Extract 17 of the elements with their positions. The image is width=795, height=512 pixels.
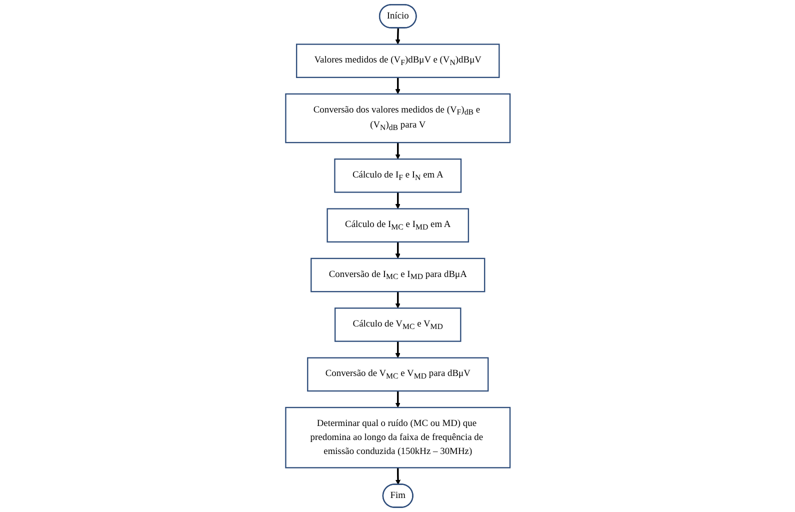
arrow: [394, 192, 400, 209]
node-box: Cálculo de I$_{F}$ e I$_{N}$ em A: [334, 158, 462, 193]
arrow: [395, 468, 400, 485]
node-box: Conversão de I$_{MC}$ e I$_{MD}$ para dBμA: [310, 258, 485, 292]
node-box: Determinar qual o ruído (MC ou MD) que predomina ao longo da faixa de frequência de emissão conduzida (150kHz – 30MHz): [284, 406, 510, 468]
node-box: Cálculo de I$_{MC}$ e I$_{MD}$ em A: [326, 208, 469, 243]
node-box: Conversão de V$_{MC}$ e V$_{MD}$ para dBμV: [306, 357, 488, 392]
arrow: [394, 142, 400, 160]
arrow: [394, 242, 400, 259]
node-box: Conversão dos valores medidos de (V$_{F}$)$_{dB}$ e (V$_{N}$)$_{dB}$ para V: [284, 93, 510, 144]
arrow: [394, 28, 400, 44]
arrow: [394, 77, 400, 94]
arrow: [394, 341, 400, 358]
arrow: [394, 292, 400, 308]
node-box: Cálculo de V$_{MC}$ e V$_{MD}$: [334, 308, 461, 342]
arrow: [394, 390, 400, 408]
node-box: Valores medidos de (V$_{F}$)dBμV e (V$_{N}$)dBμV: [296, 44, 500, 78]
